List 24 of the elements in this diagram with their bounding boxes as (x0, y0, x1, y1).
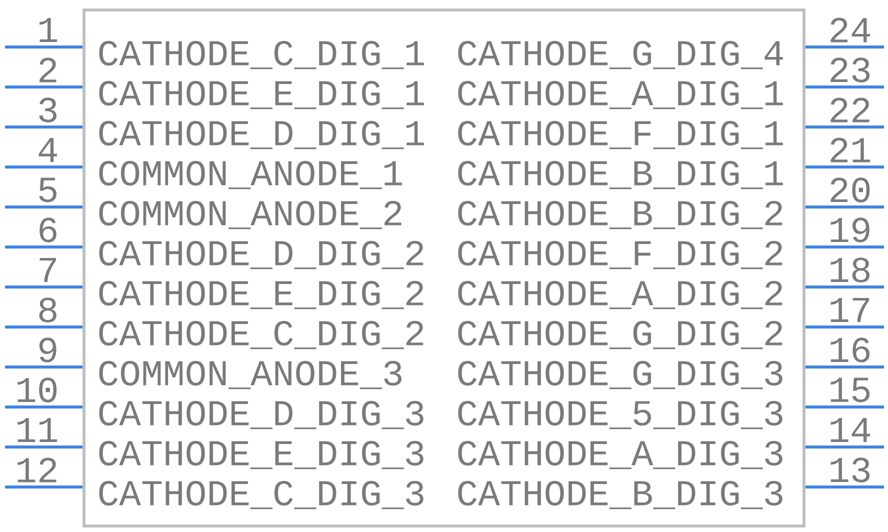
pin-name: CATHODE_C_DIG_2 (99, 320, 424, 350)
pin-name: CATHODE_C_DIG_1 (99, 40, 424, 70)
pin-name: CATHODE_B_DIG_1 (458, 160, 783, 190)
pin-name: COMMON_ANODE_3 (99, 360, 402, 390)
pin-name: CATHODE_G_DIG_4 (458, 40, 783, 70)
pin-name: CATHODE_C_DIG_3 (99, 480, 424, 510)
pin-name: CATHODE_B_DIG_3 (458, 480, 782, 510)
pin-name: COMMON_ANODE_2 (99, 200, 402, 230)
pin-name: CATHODE_F_DIG_2 (458, 240, 782, 270)
pin-name: CATHODE_A_DIG_3 (458, 440, 782, 470)
pin-name: CATHODE_D_DIG_1 (99, 120, 424, 150)
pin-name: CATHODE_G_DIG_3 (458, 360, 782, 390)
pin-name: CATHODE_G_DIG_2 (458, 320, 782, 350)
pin-name: CATHODE_A_DIG_1 (458, 80, 783, 110)
pin-name: CATHODE_D_DIG_2 (99, 240, 424, 270)
pin-name: CATHODE_A_DIG_2 (458, 280, 782, 310)
pin-name: CATHODE_E_DIG_2 (99, 280, 424, 310)
pin-name: COMMON_ANODE_1 (99, 160, 402, 190)
pin-name: CATHODE_D_DIG_3 (99, 400, 424, 430)
pin-name: CATHODE_F_DIG_1 (458, 120, 783, 150)
pin-name: CATHODE_B_DIG_2 (458, 200, 782, 230)
pin-name: CATHODE_5_DIG_3 (458, 400, 782, 430)
pin-name: CATHODE_E_DIG_3 (99, 440, 424, 470)
pin-name: CATHODE_E_DIG_1 (99, 80, 424, 110)
